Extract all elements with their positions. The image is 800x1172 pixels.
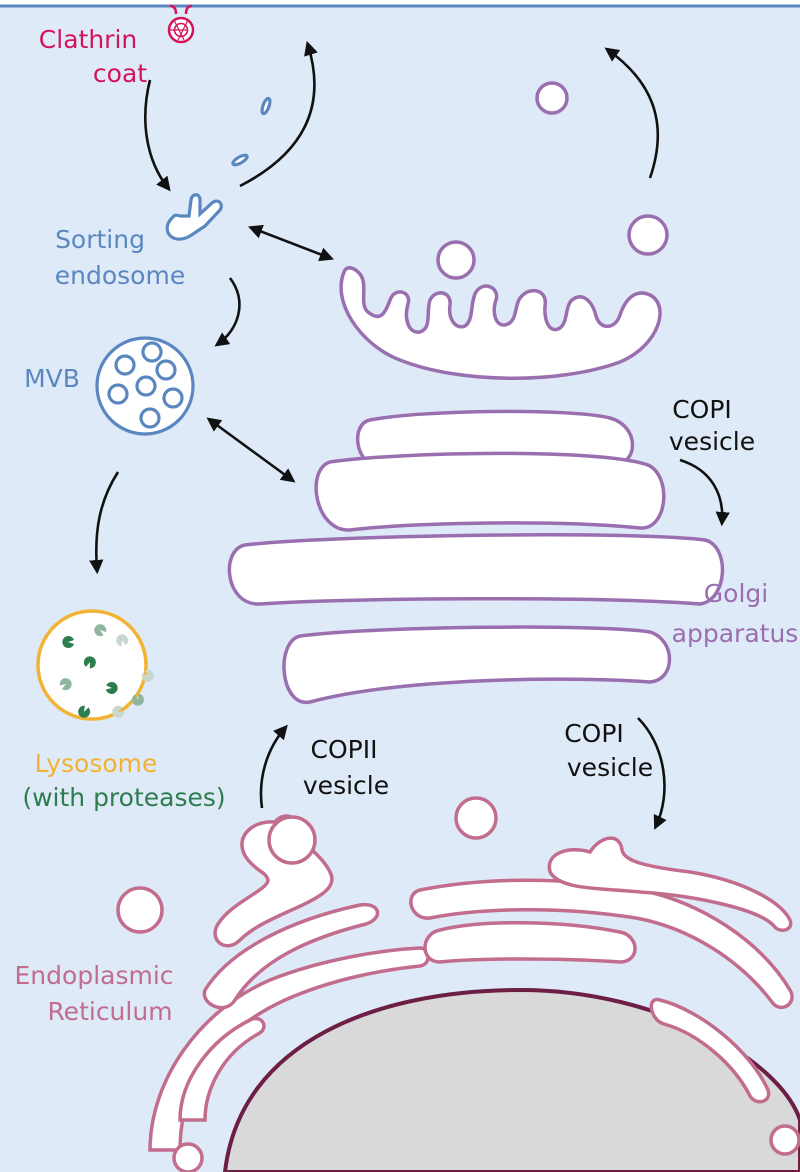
protease-glyph bbox=[94, 624, 107, 637]
protease-glyph bbox=[59, 678, 72, 691]
clathrin-label-line1: Clathrin bbox=[39, 25, 137, 54]
sorting-endosome-label: Sorting endosome bbox=[55, 225, 185, 290]
copi-top-label-line2: vesicle bbox=[669, 427, 755, 456]
copi-top-label: COPI vesicle bbox=[669, 395, 755, 456]
golgi-vesicle bbox=[627, 214, 669, 256]
copii-anterograde-arrow bbox=[259, 724, 288, 809]
copii-label-line1: COPII bbox=[311, 735, 378, 764]
lysosome-organelle bbox=[36, 609, 154, 721]
mvb-to-lysosome-arrow bbox=[89, 471, 120, 575]
golgi-vesicle bbox=[436, 240, 476, 280]
golgi-label-line1: Golgi bbox=[704, 579, 768, 608]
protease-glyph bbox=[62, 636, 74, 648]
protease-glyph bbox=[78, 705, 91, 718]
er-vesicle bbox=[116, 886, 164, 934]
clathrin-coated-vesicle bbox=[167, 4, 195, 44]
copii-label-line2: vesicle bbox=[303, 771, 389, 800]
endoplasmic-reticulum bbox=[148, 814, 794, 1152]
transport-vesicle-fragment bbox=[260, 96, 272, 116]
er-label: Endoplasmic Reticulum bbox=[15, 961, 182, 1026]
er-label-line1: Endoplasmic bbox=[15, 961, 174, 990]
protease-glyph bbox=[105, 682, 118, 694]
golgi-cisterna bbox=[314, 451, 666, 532]
transport-vesicle-fragment bbox=[231, 153, 249, 167]
er-vesicle bbox=[769, 1124, 800, 1156]
copii-vesicle bbox=[454, 796, 498, 840]
copi-retrograde-arrow-top bbox=[679, 458, 730, 527]
golgi-cisterna bbox=[227, 533, 725, 606]
endocytosis-arrow bbox=[144, 79, 171, 192]
copi-retrograde-arrow-bottom bbox=[637, 717, 667, 830]
golgi-label: Golgi apparatus bbox=[672, 579, 799, 648]
copi-bottom-label-line2: vesicle bbox=[567, 753, 653, 782]
er-vesicle bbox=[172, 1142, 204, 1172]
endosome-to-mvb-arrow bbox=[214, 277, 241, 347]
protease-glyph bbox=[116, 634, 129, 647]
nucleus bbox=[222, 987, 800, 1172]
lysosome-label: Lysosome bbox=[35, 749, 158, 778]
mvb-golgi-arrow bbox=[206, 417, 296, 483]
trans-golgi-network bbox=[339, 266, 662, 380]
clathrin-label-line2: coat bbox=[93, 59, 147, 88]
mvb-label: MVB bbox=[24, 364, 80, 393]
copi-bottom-label: COPI vesicle bbox=[564, 719, 653, 782]
multivesicular-body bbox=[95, 336, 195, 436]
clathrin-label: Clathrin coat bbox=[39, 25, 147, 88]
protease-glyph bbox=[112, 705, 125, 718]
golgi-label-line2: apparatus bbox=[672, 619, 799, 648]
protease-glyph bbox=[141, 669, 154, 682]
sorting-endosome-label-line2: endosome bbox=[55, 261, 185, 290]
sorting-endosome-shape bbox=[165, 193, 223, 241]
copi-top-label-line1: COPI bbox=[672, 395, 732, 424]
secretion-arrow bbox=[604, 47, 659, 179]
protease-glyph bbox=[131, 693, 144, 706]
endosome-golgi-arrow bbox=[247, 224, 335, 262]
sorting-endosome-label-line1: Sorting bbox=[55, 225, 145, 254]
golgi-cisterna bbox=[282, 625, 672, 704]
er-label-line2: Reticulum bbox=[47, 997, 172, 1026]
copi-bottom-label-line1: COPI bbox=[564, 719, 624, 748]
secretory-vesicle bbox=[535, 81, 569, 115]
protease-glyph bbox=[83, 656, 96, 669]
recycling-arrow bbox=[239, 40, 318, 188]
copii-label: COPII vesicle bbox=[303, 735, 389, 800]
lysosome-note-label: (with proteases) bbox=[22, 783, 225, 812]
